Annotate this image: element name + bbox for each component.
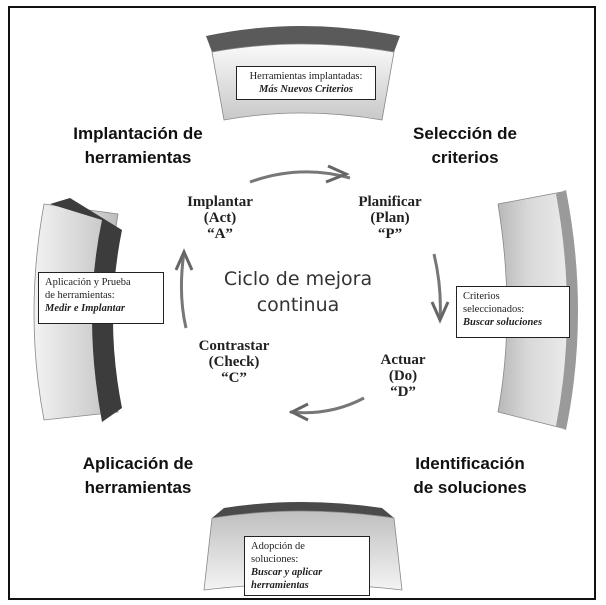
box-top: Herramientas implantadas: Más Nuevos Cri… xyxy=(236,66,376,100)
phase-check: Contrastar(Check)“C” xyxy=(198,338,270,386)
arrow-check-to-act xyxy=(179,251,188,329)
box-left: Aplicación y Prueba de herramientas: Med… xyxy=(38,272,164,324)
phase-act: Implantar(Act)“A” xyxy=(187,194,253,242)
box-bottom: Adopción de soluciones: Buscar y aplicar… xyxy=(244,536,370,596)
cycle-arrows xyxy=(174,164,450,422)
box-right: Criterios seleccionados: Buscar solucion… xyxy=(456,286,570,338)
phase-do: Actuar(Do)“D” xyxy=(380,352,426,400)
phase-plan: Planificar(Plan)“P” xyxy=(358,194,422,242)
arrow-do-to-check xyxy=(289,396,365,415)
arrow-plan-to-do xyxy=(432,253,442,321)
